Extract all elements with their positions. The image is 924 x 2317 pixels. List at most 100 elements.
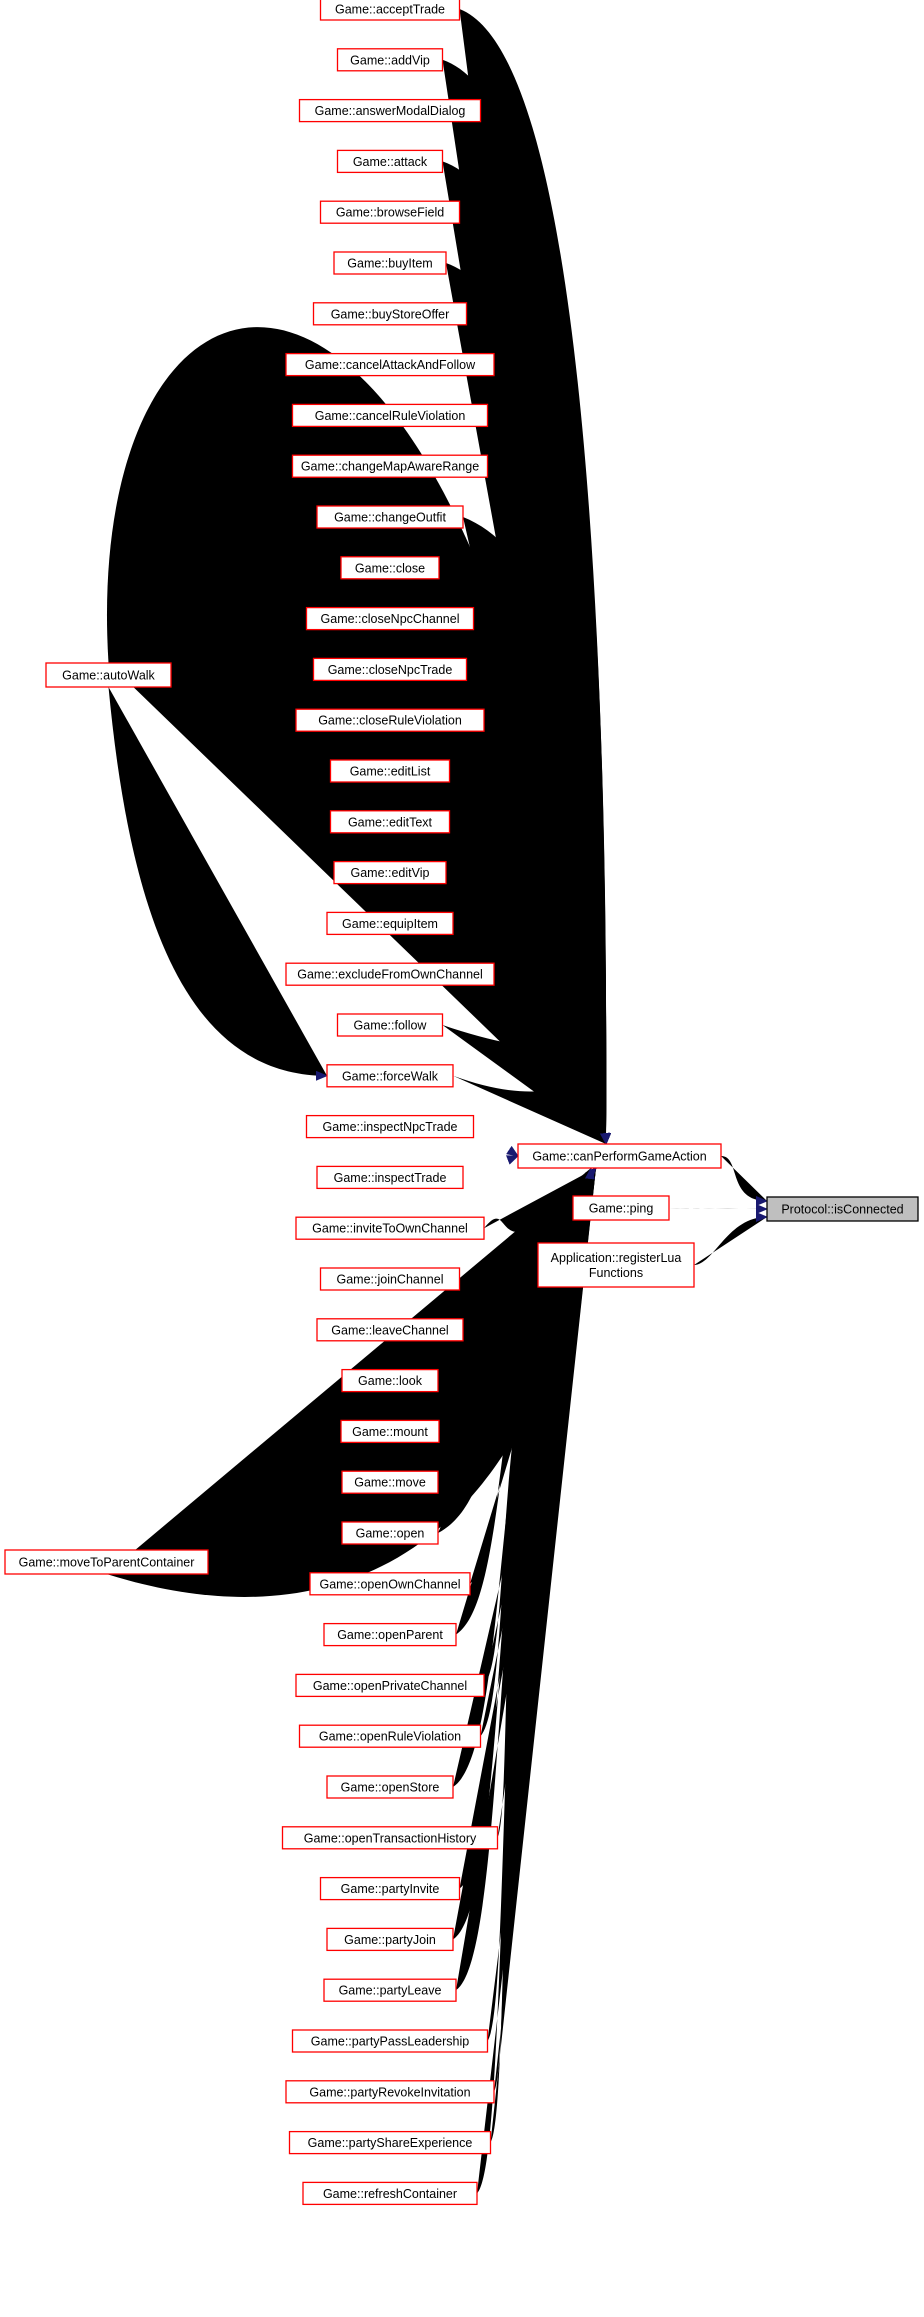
node-label: Game::joinChannel — [336, 1273, 443, 1287]
node-box — [326, 911, 454, 936]
node-game-follow[interactable]: Game::follow — [336, 1013, 444, 1037]
node-game-closenpctrade[interactable]: Game::closeNpcTrade — [312, 657, 468, 682]
node-game-inspectnpctrade[interactable]: Game::inspectNpcTrade — [305, 1114, 475, 1139]
node-label: Game::buyStoreOffer — [331, 307, 450, 321]
node-game-browsefield[interactable]: Game::browseField — [319, 200, 461, 224]
node-game-accepttrade[interactable]: Game::acceptTrade — [319, 0, 461, 21]
edge-application-registerlua-functions-to-protocol-isconnected — [694, 1212, 768, 1265]
node-label: Game::partyInvite — [341, 1882, 440, 1896]
node-game-addvip[interactable]: Game::addVip — [336, 48, 444, 72]
node-label: Game::buyItem — [347, 257, 432, 271]
node-game-cancelattackandfollow[interactable]: Game::cancelAttackAndFollow — [285, 352, 495, 377]
node-game-invitetoownchannel[interactable]: Game::inviteToOwnChannel — [295, 1216, 485, 1240]
node-label: Game::partyJoin — [344, 1933, 436, 1947]
node-label: Game::closeNpcTrade — [328, 663, 453, 677]
node-box — [341, 1368, 439, 1393]
node-label: Game::closeNpcChannel — [321, 612, 460, 626]
node-game-openownchannel[interactable]: Game::openOwnChannel — [309, 1572, 471, 1596]
node-label: Game::canPerformGameAction — [532, 1150, 706, 1164]
node-label: Game::closeRuleViolation — [318, 714, 462, 728]
node-game-partyleave[interactable]: Game::partyLeave — [323, 1978, 457, 2002]
node-box — [285, 352, 495, 377]
node-label: Game::moveToParentContainer — [19, 1556, 195, 1570]
node-box — [336, 48, 444, 72]
node-box — [319, 1267, 461, 1291]
node-game-attack[interactable]: Game::attack — [336, 149, 444, 174]
node-box — [312, 302, 468, 326]
node-label: Game::leaveChannel — [331, 1323, 448, 1337]
node-game-autowalk[interactable]: Game::autoWalk — [45, 662, 172, 688]
node-game-changemapawarerange[interactable]: Game::changeMapAwareRange — [291, 454, 489, 478]
node-label: Game::inspectNpcTrade — [322, 1120, 457, 1134]
node-box — [312, 657, 468, 682]
node-label: Game::inviteToOwnChannel — [312, 1222, 468, 1236]
edge-game-partyshareexperience-to-canperformgameaction — [490, 1167, 597, 2143]
node-game-changeoutfit[interactable]: Game::changeOutfit — [316, 505, 464, 529]
node-game-cancelruleviolation[interactable]: Game::cancelRuleViolation — [291, 403, 489, 428]
node-game-move[interactable]: Game::move — [341, 1470, 439, 1494]
node-game-partyinvite[interactable]: Game::partyInvite — [319, 1876, 461, 1901]
node-game-canperformgameaction[interactable]: Game::canPerformGameAction — [517, 1143, 722, 1169]
node-game-equipitem[interactable]: Game::equipItem — [326, 911, 454, 936]
node-game-editvip[interactable]: Game::editVip — [333, 860, 447, 885]
node-game-buystoreoffer[interactable]: Game::buyStoreOffer — [312, 302, 468, 326]
node-game-mount[interactable]: Game::mount — [340, 1419, 440, 1444]
node-box — [305, 606, 475, 631]
node-label: Game::cancelRuleViolation — [315, 409, 466, 423]
node-box — [517, 1143, 722, 1169]
node-game-forcewalk[interactable]: Game::forceWalk — [326, 1064, 454, 1088]
node-game-excludefromownchannel[interactable]: Game::excludeFromOwnChannel — [285, 962, 495, 986]
node-box — [305, 1114, 475, 1139]
node-game-openstore[interactable]: Game::openStore — [326, 1775, 454, 1799]
node-game-openruleviolation[interactable]: Game::openRuleViolation — [298, 1724, 482, 1748]
node-box — [302, 2181, 478, 2206]
node-game-movetoparentcontainer[interactable]: Game::moveToParentContainer — [4, 1549, 209, 1575]
edge-game-invitetoownchannel-to-canperformgameaction — [484, 1167, 597, 1233]
node-game-answermodaldialog[interactable]: Game::answerModalDialog — [298, 98, 482, 123]
node-box — [329, 759, 451, 783]
node-game-buyitem[interactable]: Game::buyItem — [333, 251, 447, 275]
node-box — [326, 1775, 454, 1799]
node-game-ping[interactable]: Game::ping — [572, 1195, 670, 1221]
node-game-leavechannel[interactable]: Game::leaveChannel — [316, 1318, 464, 1342]
node-box — [336, 149, 444, 174]
node-box — [333, 860, 447, 885]
node-game-closenpcchannel[interactable]: Game::closeNpcChannel — [305, 606, 475, 631]
node-label: Game::partyShareExperience — [308, 2136, 473, 2150]
node-label: Game::ping — [589, 1202, 654, 1216]
node-game-partyjoin[interactable]: Game::partyJoin — [326, 1927, 454, 1952]
node-label: Game::acceptTrade — [335, 3, 445, 17]
node-game-open[interactable]: Game::open — [341, 1521, 439, 1545]
node-label: Game::changeOutfit — [334, 511, 446, 525]
node-game-partypassleadership[interactable]: Game::partyPassLeadership — [291, 2029, 489, 2053]
node-box — [323, 1622, 457, 1647]
node-box — [319, 1876, 461, 1901]
node-game-opentransactionhistory[interactable]: Game::openTransactionHistory — [281, 1826, 499, 1850]
node-game-edittext[interactable]: Game::editText — [329, 810, 451, 834]
node-game-openprivatechannel[interactable]: Game::openPrivateChannel — [295, 1673, 485, 1698]
node-game-openparent[interactable]: Game::openParent — [323, 1622, 457, 1647]
node-box — [295, 1216, 485, 1240]
node-game-partyrevokeinvitation[interactable]: Game::partyRevokeInvitation — [285, 2080, 495, 2104]
node-game-look[interactable]: Game::look — [341, 1368, 439, 1393]
edge-game-canperformgameaction-to-protocol-isconnected — [721, 1156, 768, 1206]
node-game-close[interactable]: Game::close — [340, 556, 440, 580]
node-game-closeruleviolation[interactable]: Game::closeRuleViolation — [295, 708, 485, 732]
node-label: Game::open — [356, 1527, 425, 1541]
node-game-joinchannel[interactable]: Game::joinChannel — [319, 1267, 461, 1291]
node-protocol-isconnected: Protocol::isConnected — [766, 1196, 919, 1222]
node-game-partyshareexperience[interactable]: Game::partyShareExperience — [288, 2130, 492, 2155]
node-box — [326, 1064, 454, 1088]
node-label: Game::attack — [353, 155, 428, 169]
node-label: Game::inspectTrade — [334, 1171, 447, 1185]
node-game-editlist[interactable]: Game::editList — [329, 759, 451, 783]
node-label: Game::changeMapAwareRange — [301, 460, 479, 474]
node-box — [572, 1195, 670, 1221]
node-game-inspecttrade[interactable]: Game::inspectTrade — [316, 1165, 464, 1190]
node-box — [537, 1242, 695, 1288]
node-box — [341, 1470, 439, 1494]
node-game-refreshcontainer[interactable]: Game::refreshContainer — [302, 2181, 478, 2206]
node-label: Game::openTransactionHistory — [304, 1831, 477, 1845]
